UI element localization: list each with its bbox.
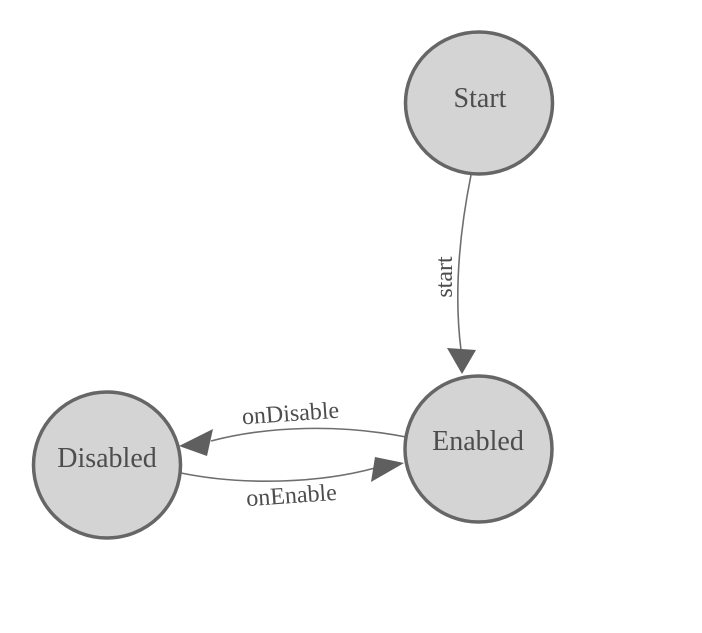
edge-enabled-to-disabled: onDisable [179,398,407,456]
node-disabled-label: Disabled [57,443,157,474]
edge-onenable-label: onEnable [245,480,337,512]
node-enabled-circle [403,374,554,524]
edge-disabled-to-enabled: onEnable [180,457,404,512]
node-enabled: Enabled [403,374,554,524]
node-start-label: Start [454,83,507,114]
edge-start-line [457,174,472,351]
node-start: Start [403,30,555,176]
node-disabled-circle [31,390,183,540]
node-start-circle [403,30,555,176]
edge-start-label: start [432,256,458,298]
edge-ondisable-label: onDisable [241,398,340,431]
edge-onenable-line [180,467,376,482]
edge-onenable-arrowhead-icon [371,457,404,482]
edge-start-to-enabled: start [432,174,476,374]
node-enabled-label: Enabled [432,426,524,457]
edge-ondisable-line [210,427,407,442]
edge-start-arrowhead-icon [447,348,476,374]
node-disabled: Disabled [31,390,183,540]
edge-ondisable-arrowhead-icon [179,429,213,456]
